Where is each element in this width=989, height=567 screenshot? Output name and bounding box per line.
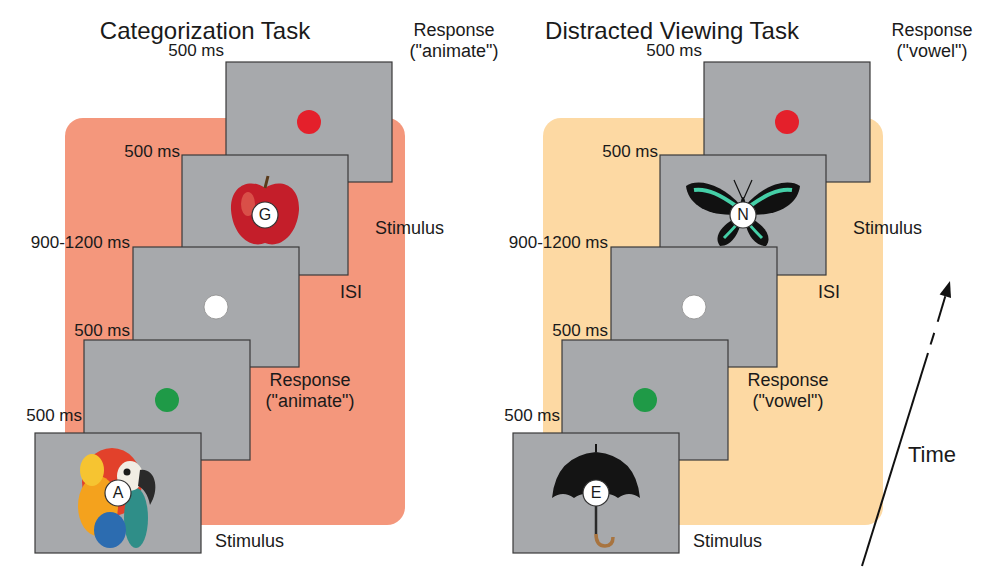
response-dot bbox=[633, 388, 657, 412]
panel-title: Distracted Viewing Task bbox=[545, 17, 799, 45]
letter-label: A bbox=[104, 479, 132, 507]
apple-stem bbox=[265, 176, 268, 188]
screen-label: Stimulus bbox=[375, 218, 444, 239]
circle-outline bbox=[252, 202, 278, 228]
duration-label: 500 ms bbox=[552, 321, 608, 341]
parrot-beak bbox=[138, 470, 155, 505]
circle-outline bbox=[105, 480, 131, 506]
parrot-picture bbox=[80, 454, 104, 486]
fixation-dot bbox=[682, 295, 706, 319]
screen-frame: 500 msStimulusE bbox=[513, 433, 679, 553]
umbrella-tip bbox=[595, 444, 597, 452]
screen-frame: 900-1200 msISI bbox=[611, 247, 777, 367]
screen-label: Response ("vowel") bbox=[740, 370, 836, 411]
letter-label: G bbox=[251, 201, 279, 229]
circle-outline bbox=[583, 480, 609, 506]
screen-label: Stimulus bbox=[693, 531, 762, 552]
screen-label: Response ("animate") bbox=[406, 20, 502, 61]
duration-label: 500 ms bbox=[124, 142, 180, 162]
time-arrow bbox=[931, 333, 935, 345]
screen-label: Response ("vowel") bbox=[884, 20, 980, 61]
screen-label: ISI bbox=[340, 282, 362, 303]
letter-label: E bbox=[582, 479, 610, 507]
umbrella-handle bbox=[596, 534, 613, 546]
axis-label: Time bbox=[908, 442, 956, 467]
letter-circle: G bbox=[251, 201, 279, 229]
butterfly-band bbox=[750, 190, 792, 206]
screen-frame: 500 msResponse ("vowel") bbox=[704, 62, 870, 182]
screen-frame: 500 msStimulusN bbox=[660, 155, 826, 275]
circle-outline bbox=[730, 202, 756, 228]
screen-frame: 900-1200 msISI bbox=[133, 247, 299, 367]
duration-label: 500 ms bbox=[504, 406, 560, 426]
time-arrow bbox=[938, 296, 946, 322]
response-dot bbox=[155, 388, 179, 412]
response-dot bbox=[297, 110, 321, 134]
screen-label: ISI bbox=[818, 282, 840, 303]
duration-label: 500 ms bbox=[26, 406, 82, 426]
parrot-picture bbox=[94, 512, 126, 548]
duration-label: 500 ms bbox=[74, 321, 130, 341]
screen-frame: 500 msStimulusA bbox=[35, 433, 201, 553]
screen-frame: 500 msResponse ("animate") bbox=[226, 62, 392, 182]
duration-label: 900-1200 ms bbox=[31, 233, 130, 253]
screen-label: Stimulus bbox=[215, 531, 284, 552]
time-arrowhead bbox=[940, 281, 951, 298]
screen-bg bbox=[35, 433, 201, 553]
butterfly-antenna bbox=[734, 180, 752, 198]
duration-label: 900-1200 ms bbox=[509, 233, 608, 253]
screen-bg bbox=[513, 433, 679, 553]
letter-circle: A bbox=[104, 479, 132, 507]
apple-picture bbox=[231, 183, 299, 244]
letter-circle: E bbox=[582, 479, 610, 507]
butterfly-band bbox=[694, 190, 736, 206]
response-dot bbox=[775, 110, 799, 134]
screen-frame: 500 msResponse ("vowel") bbox=[562, 340, 728, 460]
screen-frame: 500 msStimulusG bbox=[182, 155, 348, 275]
fixation-dot bbox=[204, 295, 228, 319]
letter-circle: N bbox=[729, 201, 757, 229]
letter-label: N bbox=[729, 201, 757, 229]
screen-label: Stimulus bbox=[853, 218, 922, 239]
panel-title: Categorization Task bbox=[100, 17, 310, 45]
duration-label: 500 ms bbox=[602, 142, 658, 162]
screen-frame: 500 msResponse ("animate") bbox=[84, 340, 250, 460]
parrot-eye bbox=[124, 469, 131, 476]
screen-label: Response ("animate") bbox=[262, 370, 358, 411]
